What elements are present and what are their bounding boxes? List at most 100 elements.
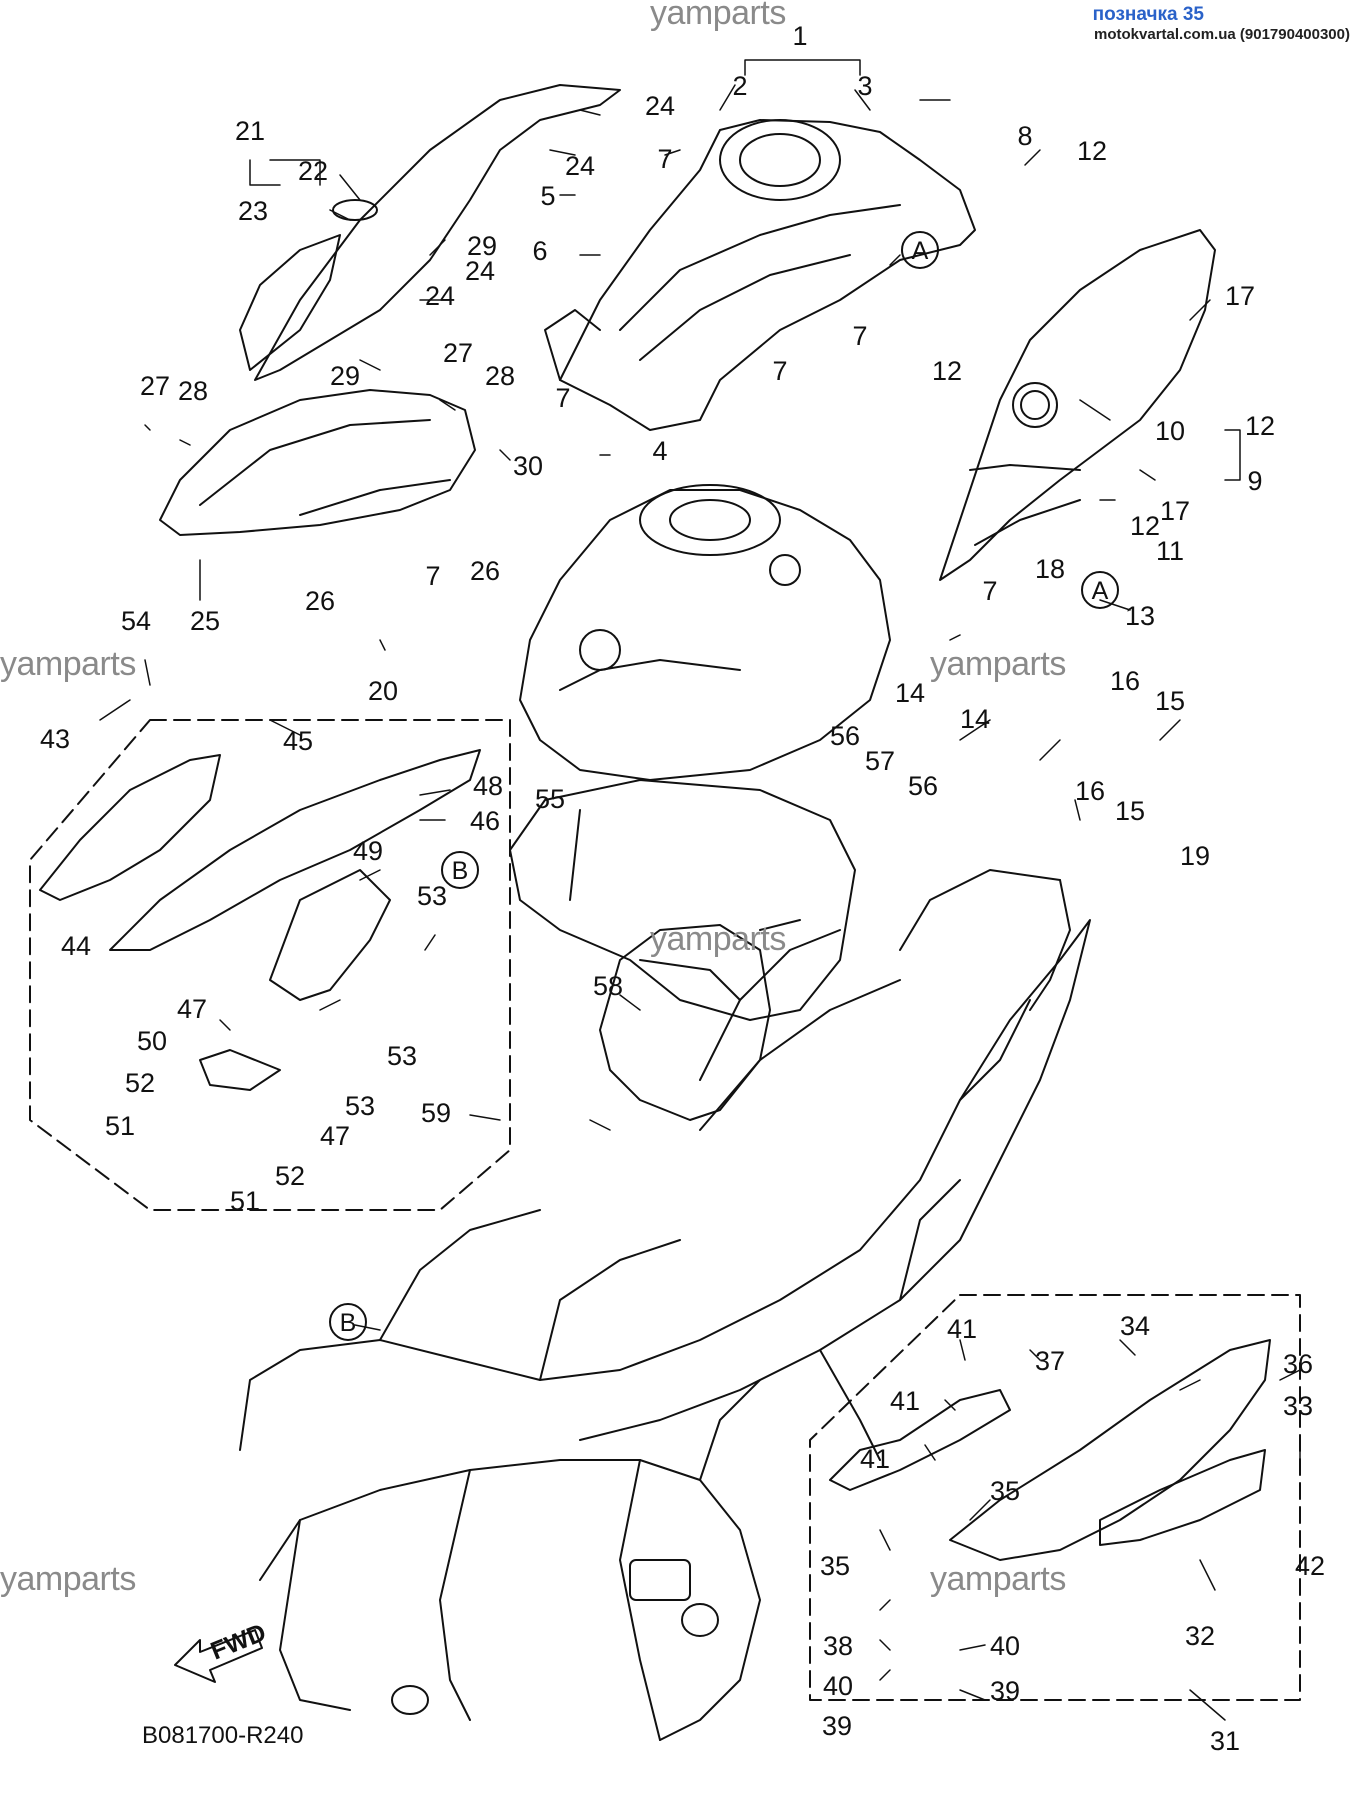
callout-number-29: 29 [330, 361, 360, 391]
callout-number-55: 55 [535, 784, 565, 814]
watermark: yamparts [650, 0, 786, 32]
callout-number-13: 13 [1125, 601, 1155, 631]
callout-number-4: 4 [652, 436, 667, 466]
side-cover-left-upper [239, 84, 621, 381]
tank-lower-cover [509, 779, 856, 1021]
callout-number-35: 35 [820, 1551, 850, 1581]
callout-number-20: 20 [368, 676, 398, 706]
ref-marker-a-2-label: A [1092, 577, 1109, 605]
callout-number-30: 30 [513, 451, 543, 481]
callout-number-41: 41 [890, 1386, 920, 1416]
callout-number-24: 24 [645, 91, 675, 121]
callout-number-11: 11 [1156, 536, 1184, 566]
callout-number-17: 17 [1225, 281, 1255, 311]
callout-number-35: 35 [990, 1476, 1020, 1506]
callout-number-12: 12 [1245, 411, 1275, 441]
diagram-code: B081700-R240 [142, 1722, 304, 1749]
callout-number-46: 46 [470, 806, 500, 836]
callout-number-7: 7 [852, 321, 867, 351]
callout-number-25: 25 [190, 606, 220, 636]
watermark: yamparts [930, 645, 1066, 683]
callout-number-23: 23 [238, 196, 268, 226]
forward-arrow-icon [174, 1629, 263, 1683]
callout-number-1: 1 [792, 21, 807, 51]
callout-number-27: 27 [140, 371, 170, 401]
callout-number-7: 7 [425, 561, 440, 591]
side-cover-right [939, 229, 1216, 581]
callout-number-16: 16 [1110, 666, 1140, 696]
callout-number-52: 52 [125, 1068, 155, 1098]
callout-number-43: 43 [40, 724, 70, 754]
callout-number-31: 31 [1210, 1726, 1240, 1756]
callout-number-7: 7 [982, 576, 997, 606]
callout-number-48: 48 [473, 771, 503, 801]
callout-number-15: 15 [1155, 686, 1185, 716]
callout-number-14: 14 [960, 704, 990, 734]
callout-number-52: 52 [275, 1161, 305, 1191]
ref-marker-a-label: A [912, 237, 929, 265]
callout-number-14: 14 [895, 678, 925, 708]
callout-number-47: 47 [177, 994, 207, 1024]
callout-number-7: 7 [657, 144, 672, 174]
callout-number-7: 7 [555, 383, 570, 413]
callout-number-56: 56 [908, 771, 938, 801]
callout-number-24: 24 [465, 256, 495, 286]
callout-number-6: 6 [532, 236, 547, 266]
side-panel-left-lower [39, 749, 481, 1091]
callout-number-54: 54 [121, 606, 151, 636]
air-scoop-left [159, 389, 476, 536]
heat-shield [599, 924, 771, 1121]
callout-number-56: 56 [830, 721, 860, 751]
callout-number-5: 5 [540, 181, 555, 211]
callout-box-left [29, 719, 511, 1211]
ref-marker-a: A [901, 231, 939, 269]
callout-number-12: 12 [932, 356, 962, 386]
callout-box-right [809, 1294, 1301, 1701]
callout-number-53: 53 [387, 1041, 417, 1071]
ref-marker-b-label: B [452, 857, 469, 885]
callout-number-37: 37 [1035, 1346, 1065, 1376]
callout-number-12: 12 [1130, 511, 1160, 541]
callout-number-28: 28 [178, 376, 208, 406]
callout-number-24: 24 [565, 151, 595, 181]
source-caption: motokvartal.com.ua (901790400300) [1094, 26, 1350, 43]
callout-number-12: 12 [1077, 136, 1107, 166]
callout-number-39: 39 [990, 1676, 1020, 1706]
callout-number-58: 58 [593, 971, 623, 1001]
callout-number-41: 41 [947, 1314, 977, 1344]
callout-number-29: 29 [467, 231, 497, 261]
callout-number-7: 7 [772, 356, 787, 386]
callout-number-32: 32 [1185, 1621, 1215, 1651]
callout-number-26: 26 [305, 586, 335, 616]
callout-number-3: 3 [857, 71, 872, 101]
tank-cover-part [544, 119, 976, 431]
callout-number-59: 59 [421, 1098, 451, 1128]
callout-number-36: 36 [1283, 1349, 1313, 1379]
callout-number-22: 22 [298, 156, 328, 186]
callout-number-42: 42 [1295, 1551, 1325, 1581]
callout-number-57: 57 [865, 746, 895, 776]
callout-number-18: 18 [1035, 554, 1065, 584]
callout-number-45: 45 [283, 726, 313, 756]
callout-number-28: 28 [485, 361, 515, 391]
callout-number-49: 49 [353, 836, 383, 866]
watermark: yamparts [930, 1560, 1066, 1598]
callout-number-53: 53 [345, 1091, 375, 1121]
leader-lines [99, 59, 1301, 1721]
callout-number-21: 21 [235, 116, 265, 146]
callout-number-47: 47 [320, 1121, 350, 1151]
callout-number-27: 27 [443, 338, 473, 368]
callout-number-41: 41 [860, 1444, 890, 1474]
callout-number-16: 16 [1075, 776, 1105, 806]
frame [239, 869, 1091, 1741]
rear-side-panel [829, 1339, 1271, 1561]
watermark: yamparts [0, 645, 136, 683]
callout-number-24: 24 [425, 281, 455, 311]
callout-number-10: 10 [1155, 416, 1185, 446]
callout-number-50: 50 [137, 1026, 167, 1056]
callout-number-38: 38 [823, 1631, 853, 1661]
callout-number-34: 34 [1120, 1311, 1150, 1341]
callout-number-51: 51 [105, 1111, 135, 1141]
